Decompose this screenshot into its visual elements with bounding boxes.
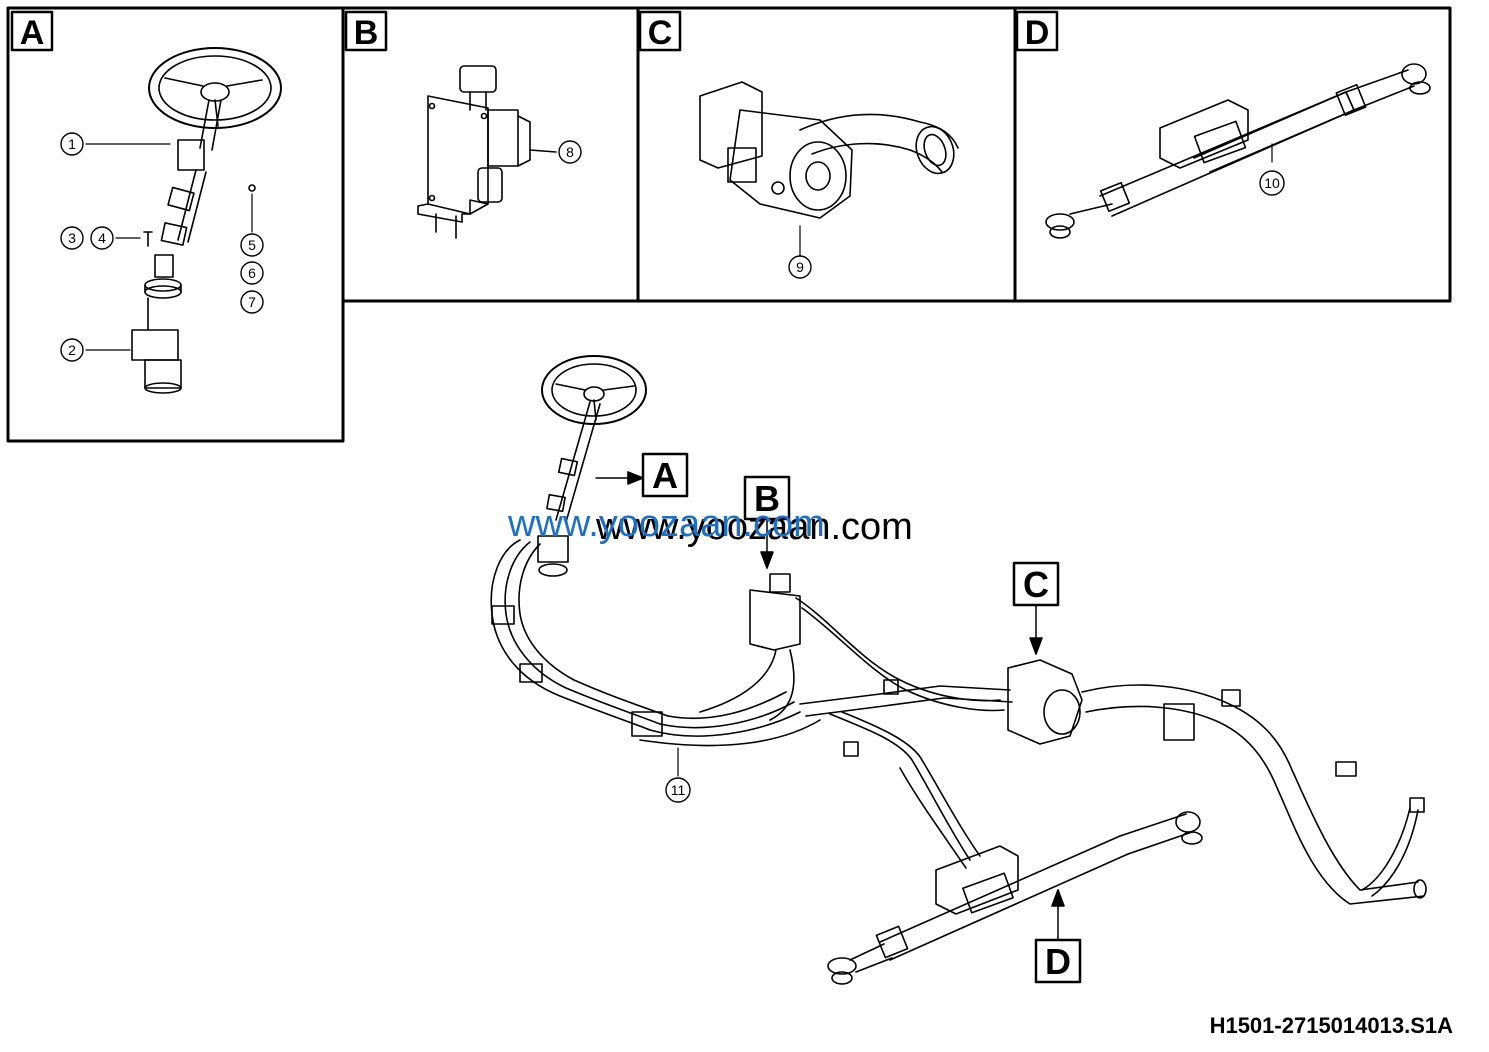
watermark-blue: www.yoozaan.com	[507, 503, 825, 545]
callout-2-circle	[60, 338, 84, 362]
callout-5-circle	[240, 233, 264, 257]
panel-b-frame	[341, 6, 640, 303]
callout-9-circle	[788, 255, 812, 279]
callout-8-circle	[558, 140, 582, 164]
panel-c-label: C	[648, 14, 673, 52]
callout-7: 7	[248, 294, 256, 310]
callout-1: 1	[68, 136, 76, 152]
callout-6: 6	[248, 265, 256, 281]
callout-3: 3	[68, 230, 76, 246]
callout-11-circle	[665, 777, 691, 803]
callout-11: 11	[671, 782, 686, 798]
steering-column-drawing	[131, 47, 282, 394]
document-id: H1501-2715014013.S1A	[1210, 1013, 1454, 1038]
callout-6-circle	[240, 261, 264, 285]
steering-cylinder-drawing	[1045, 63, 1431, 239]
callout-10: 10	[1264, 175, 1280, 191]
overview-label-a: A	[652, 455, 678, 496]
callout-2: 2	[68, 342, 76, 358]
callout-1-circle	[60, 132, 84, 156]
overview-label-d: D	[1045, 941, 1071, 982]
panel-b-label: B	[354, 14, 379, 52]
panel-a-label: A	[20, 14, 45, 52]
overview-label-b: B	[754, 478, 780, 519]
callout-4-circle	[90, 226, 114, 250]
panel-c-frame	[636, 6, 1017, 303]
panel-d-frame	[1013, 6, 1452, 303]
overview-label-c: C	[1023, 564, 1049, 605]
panel-d-label: D	[1025, 14, 1050, 52]
callout-8: 8	[566, 144, 574, 160]
watermark-black: www.yoozaan.com	[595, 506, 913, 548]
callout-10-circle	[1259, 170, 1285, 196]
callout-9: 9	[796, 259, 804, 275]
valve-bracket-drawing	[417, 65, 557, 239]
callout-7-circle	[240, 290, 264, 314]
callout-3-circle	[60, 226, 84, 250]
steering-pump-drawing	[699, 81, 959, 257]
callout-5: 5	[248, 237, 256, 253]
callout-4: 4	[98, 230, 106, 246]
overview-assembly-drawing	[490, 355, 1427, 985]
